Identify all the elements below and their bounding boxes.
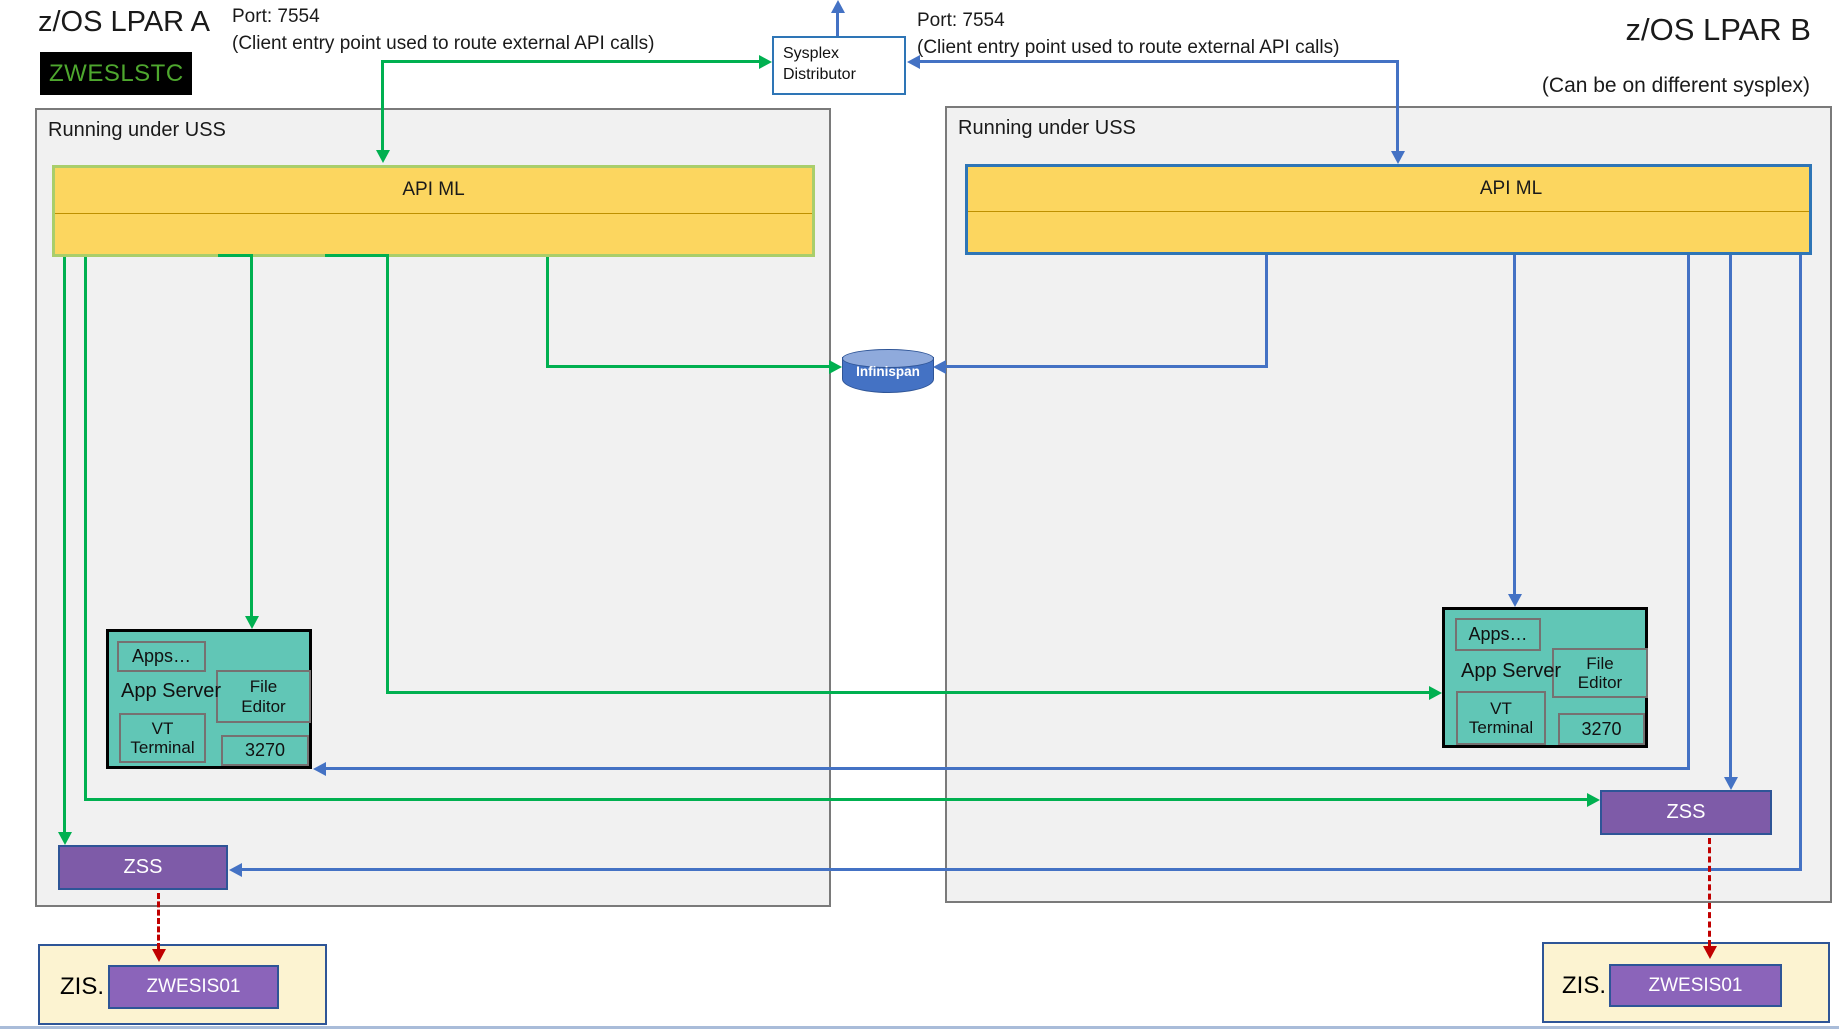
zis-a-label: ZIS. xyxy=(60,973,105,1000)
port-a-note: (Client entry point used to route extern… xyxy=(232,33,655,54)
flow-apiml-b-to-infinispan-h xyxy=(946,365,1268,368)
flow-apiml-b-to-zss-a-v xyxy=(1799,255,1802,868)
zweslstc-started-task: ZWESLSTC xyxy=(40,52,192,95)
app-server-b-label: App Server xyxy=(1461,660,1562,682)
zweslstc-label: ZWESLSTC xyxy=(49,59,184,87)
flow-apiml-a-to-zss-a xyxy=(63,257,66,832)
arrowhead-into-apiml-b xyxy=(1391,151,1405,164)
zwesis01-b-box: ZWESIS01 xyxy=(1609,964,1782,1007)
arrowhead-into-infinispan-green xyxy=(829,360,842,374)
cross-memory-zss-b-to-zwesis01-b xyxy=(1708,838,1711,946)
zwesis01-b-label: ZWESIS01 xyxy=(1648,974,1743,996)
flow-apiml-b-to-infinispan-v xyxy=(1265,255,1268,367)
flow-b-to-sysplex-h xyxy=(920,60,1399,63)
zwesis01-a-label: ZWESIS01 xyxy=(146,976,241,997)
bottom-border-rule xyxy=(0,1026,1839,1029)
zis-b-box: ZIS. ZWESIS01 xyxy=(1542,942,1830,1023)
flow-a-to-sysplex-h xyxy=(381,60,759,63)
infinispan-cylinder-top xyxy=(842,349,934,368)
app-server-a-file-editor: File Editor xyxy=(216,670,311,723)
app-server-b-vt-terminal: VT Terminal xyxy=(1456,691,1546,745)
flow-apiml-a-to-app-server-a xyxy=(250,257,253,616)
app-server-b-file-editor: File Editor xyxy=(1552,648,1648,698)
cross-memory-zss-a-to-zwesis01-a xyxy=(157,893,160,949)
app-server-b-file-editor-label: File Editor xyxy=(1577,653,1623,692)
arrowhead-into-zss-a-green xyxy=(58,832,72,845)
lpar-b-title: z/OS LPAR B xyxy=(1625,12,1812,47)
apiml-b-box: API ML xyxy=(965,164,1812,255)
flow-apiml-b-to-app-server-a-h xyxy=(326,767,1690,770)
zss-b-box: ZSS xyxy=(1600,790,1772,835)
lpar-b-sysplex-note: (Can be on different sysplex) xyxy=(1541,74,1810,97)
flow-apiml-a-to-app-server-b-v xyxy=(386,257,389,691)
zss-b-label: ZSS xyxy=(1666,801,1706,823)
arrowhead-into-app-server-b-blue xyxy=(1508,594,1522,607)
flow-apiml-a-stub-2 xyxy=(325,254,389,257)
apiml-b-divider xyxy=(968,211,1809,212)
zss-a-box: ZSS xyxy=(58,845,228,890)
flow-sysplex-to-apiml-a-v xyxy=(381,61,384,150)
app-server-a-apps-label: Apps… xyxy=(131,646,192,667)
flow-apiml-a-to-infinispan-h xyxy=(546,365,829,368)
app-server-b-apps-label: Apps… xyxy=(1468,624,1528,645)
app-server-b-vt-terminal-label: VT Terminal xyxy=(1468,698,1534,737)
app-server-a-box: Apps… File Editor App Server VT Terminal… xyxy=(106,629,312,769)
arrowhead-into-app-server-a-blue xyxy=(313,762,326,776)
apiml-a-label: API ML xyxy=(402,179,465,200)
apiml-b-label: API ML xyxy=(1479,178,1543,199)
arrowhead-into-zss-b-green xyxy=(1587,793,1600,807)
sysplex-distributor-box: Sysplex Distributor xyxy=(772,36,906,95)
arrowhead-into-zwesis01-b xyxy=(1703,946,1717,959)
app-server-b-3270: 3270 xyxy=(1558,713,1645,745)
uss-a-label: Running under USS xyxy=(48,119,226,141)
app-server-b-3270-label: 3270 xyxy=(1581,718,1622,739)
flow-apiml-a-to-app-server-b-h xyxy=(386,691,1429,694)
app-server-a-label: App Server xyxy=(121,680,222,702)
zis-b-label: ZIS. xyxy=(1562,972,1607,999)
app-server-a-vt-terminal-label: VT Terminal xyxy=(130,718,195,757)
flow-apiml-b-to-app-server-b xyxy=(1513,255,1516,594)
lpar-a-title: z/OS LPAR A xyxy=(38,6,210,38)
infinispan-label: Infinispan xyxy=(856,364,920,379)
infinispan-cylinder: Infinispan xyxy=(842,349,934,393)
arrowhead-into-zss-a-blue xyxy=(229,863,242,877)
arrowhead-into-app-server-a-green xyxy=(245,616,259,629)
arrowhead-into-infinispan-blue xyxy=(933,360,946,374)
arrowhead-into-apiml-a xyxy=(376,150,390,163)
flow-apiml-a-to-zss-b-h xyxy=(84,798,1587,801)
arrowhead-into-sysplex-blue xyxy=(907,55,920,69)
arrowhead-into-zss-b-blue xyxy=(1724,777,1738,790)
zis-a-box: ZIS. ZWESIS01 xyxy=(38,944,327,1025)
flow-apiml-b-to-zss-a-h xyxy=(242,868,1802,871)
arrowhead-sysplex-up xyxy=(831,0,845,13)
app-server-b-apps: Apps… xyxy=(1455,618,1541,651)
flow-apiml-a-stub-1 xyxy=(218,254,253,257)
zwesis01-a-box: ZWESIS01 xyxy=(108,965,279,1009)
port-b-note: (Client entry point used to route extern… xyxy=(917,37,1340,58)
arrowhead-into-sysplex-green xyxy=(759,55,772,69)
uss-b-label: Running under USS xyxy=(958,117,1136,139)
sysplex-distributor-label: Sysplex Distributor xyxy=(783,45,856,83)
port-b-label: Port: 7554 xyxy=(917,10,1005,31)
flow-apiml-a-to-zss-b-v xyxy=(84,257,87,800)
flow-apiml-b-to-app-server-a-v xyxy=(1687,255,1690,767)
apiml-a-divider xyxy=(55,213,812,214)
port-a-label: Port: 7554 xyxy=(232,6,320,27)
app-server-a-apps: Apps… xyxy=(117,641,206,672)
flow-sysplex-outbound-up xyxy=(836,13,839,36)
apiml-a-box: API ML xyxy=(52,165,815,257)
app-server-a-file-editor-label: File Editor xyxy=(241,677,286,716)
app-server-a-3270: 3270 xyxy=(221,735,309,766)
app-server-a-3270-label: 3270 xyxy=(244,740,286,761)
app-server-a-vt-terminal: VT Terminal xyxy=(119,713,206,763)
flow-sysplex-to-apiml-b-v xyxy=(1396,61,1399,151)
arrowhead-into-app-server-b-green xyxy=(1429,686,1442,700)
flow-apiml-a-to-infinispan-v xyxy=(546,257,549,365)
app-server-b-box: Apps… File Editor App Server VT Terminal… xyxy=(1442,607,1648,748)
arrowhead-into-zwesis01-a xyxy=(152,949,166,962)
flow-apiml-b-to-zss-b xyxy=(1729,255,1732,777)
zss-a-label: ZSS xyxy=(123,856,163,878)
